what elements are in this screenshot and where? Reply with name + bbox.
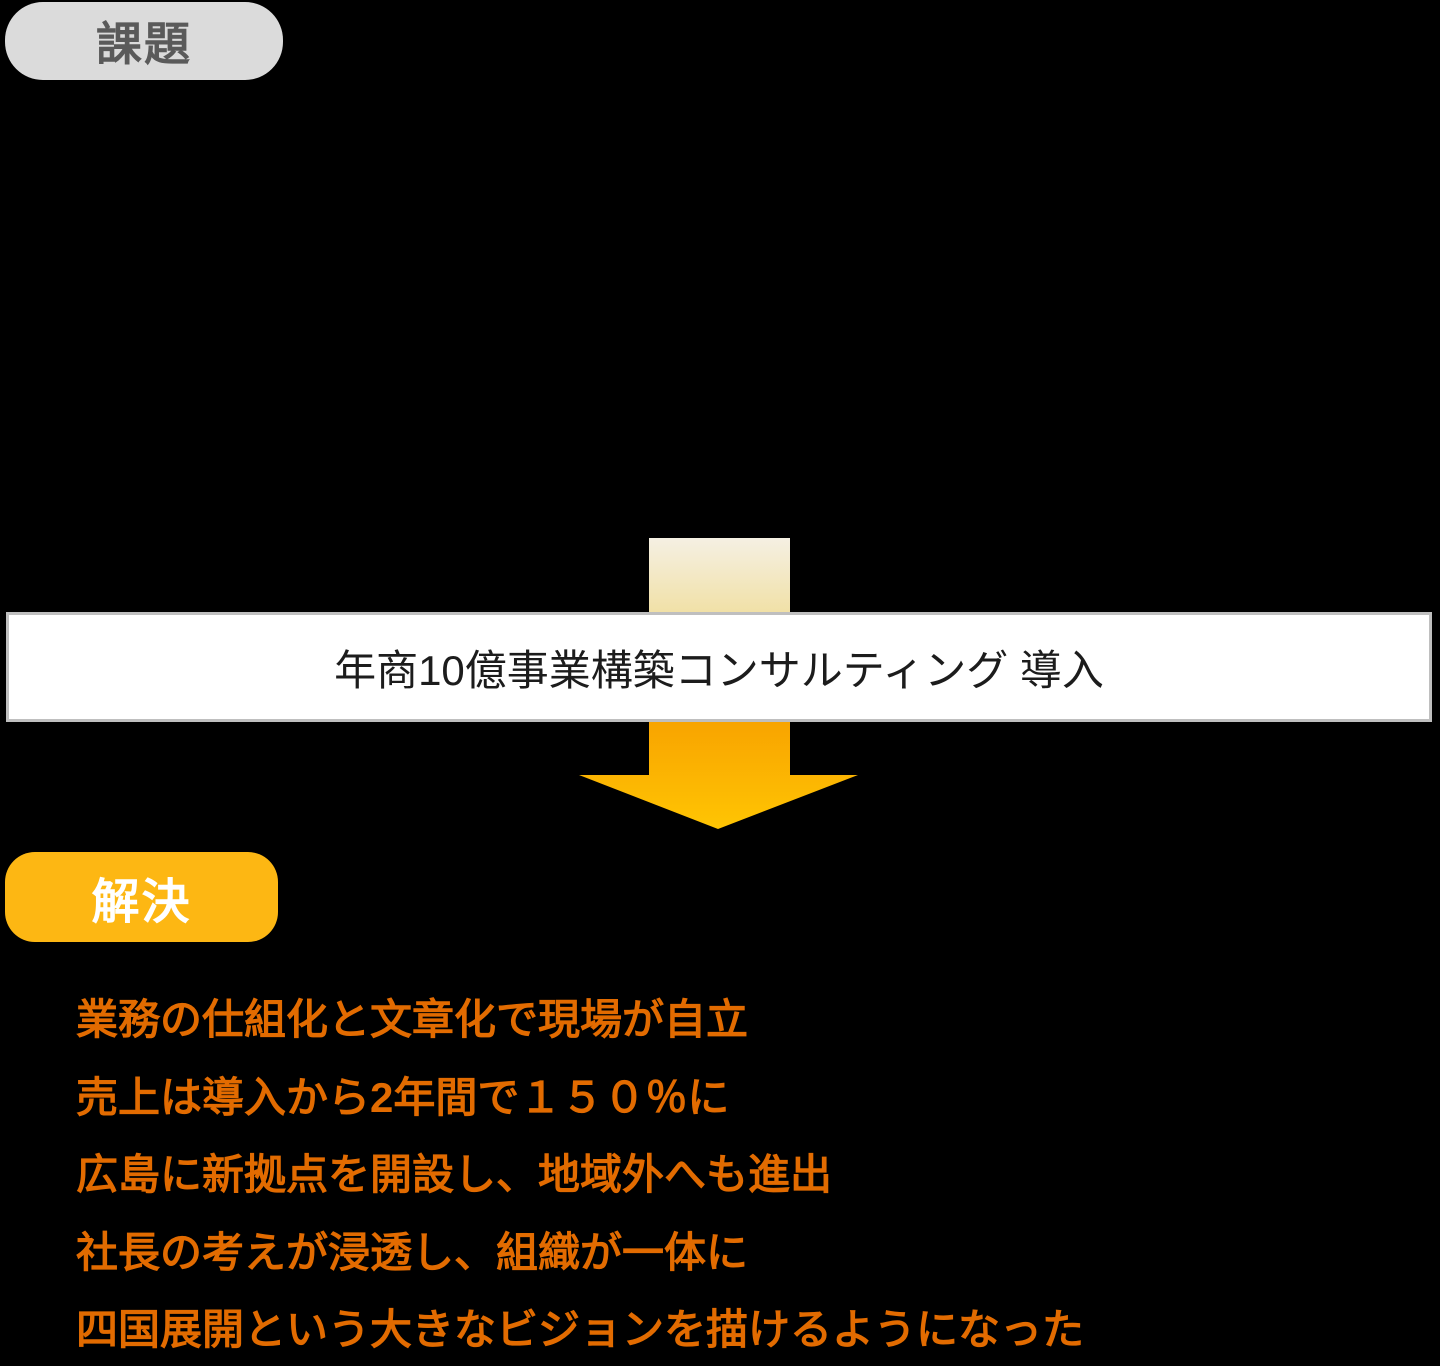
solution-list-item: 業務の仕組化と文章化で現場が自立 bbox=[4, 988, 748, 1044]
checkbox-checked-icon bbox=[9, 1232, 54, 1271]
solution-item-label: 広島に新拠点を開設し、地域外へも進出 bbox=[76, 1150, 833, 1198]
consulting-banner-label: 年商10億事業構築コンサルティング 導入 bbox=[334, 646, 1104, 694]
consulting-banner: 年商10億事業構築コンサルティング 導入 bbox=[6, 612, 1432, 722]
checkbox-checked-icon bbox=[7, 361, 52, 400]
issue-badge: 課題 bbox=[5, 2, 283, 80]
solution-list-item: 売上は導入から2年間で１５０％に bbox=[4, 1066, 729, 1122]
checkbox-checked-icon bbox=[7, 129, 52, 168]
solution-item-label: 業務の仕組化と文章化で現場が自立 bbox=[76, 995, 749, 1043]
checkbox-checked-icon bbox=[7, 438, 52, 477]
solution-badge-label: 解決 bbox=[91, 876, 192, 929]
solution-list-item: 広島に新拠点を開設し、地域外へも進出 bbox=[4, 1143, 832, 1199]
solution-item-label: 四国展開という大きなビジョンを描けるようになった bbox=[76, 1305, 1085, 1353]
solution-item-label: 社長の考えが浸透し、組織が一体に bbox=[76, 1228, 749, 1276]
checkbox-checked-icon bbox=[7, 285, 52, 324]
solution-list-item: 四国展開という大きなビジョンを描けるようになった bbox=[4, 1298, 1084, 1354]
checkbox-checked-icon bbox=[9, 1077, 54, 1116]
checkbox-checked-icon bbox=[9, 999, 54, 1038]
solution-list-item: 社長の考えが浸透し、組織が一体に bbox=[4, 1221, 748, 1277]
issue-badge-label: 課題 bbox=[96, 18, 192, 70]
solution-badge: 解決 bbox=[5, 852, 278, 942]
solution-item-label: 売上は導入から2年間で１５０％に bbox=[76, 1073, 730, 1121]
checkbox-checked-icon bbox=[9, 1154, 54, 1193]
checkbox-checked-icon bbox=[9, 1309, 54, 1348]
checkbox-checked-icon bbox=[7, 206, 52, 245]
